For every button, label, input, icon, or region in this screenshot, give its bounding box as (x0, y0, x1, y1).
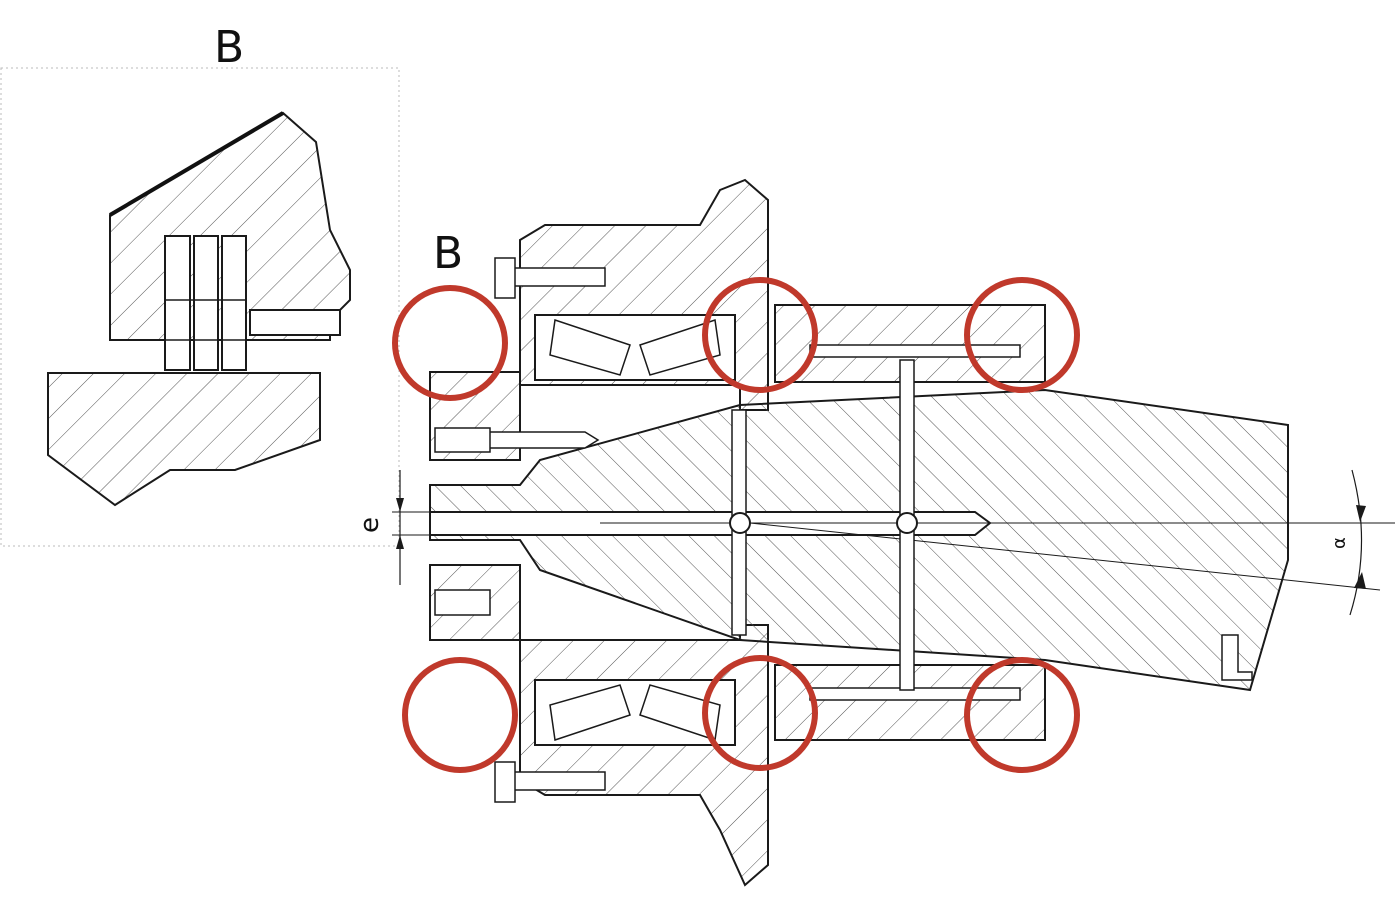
bolt-upper (494, 257, 606, 299)
detail-ring-2 (193, 235, 219, 371)
highlight-circle (964, 277, 1080, 393)
callout-label: B (433, 228, 464, 279)
detail-seal (249, 309, 341, 336)
main-shaft (429, 388, 1289, 692)
dim-alpha-arc (1349, 469, 1363, 616)
detail-ring-3 (221, 235, 247, 371)
bolt-lower (494, 761, 606, 803)
angle-dimension-label: α (1328, 537, 1350, 549)
detail-view-b (0, 67, 400, 547)
highlight-circles (392, 277, 1080, 773)
main-assembly (392, 178, 1395, 887)
highlight-circle (702, 277, 818, 393)
detail-ring-1 (164, 235, 191, 371)
highlight-circle (964, 657, 1080, 773)
highlight-circle (392, 285, 508, 401)
screw-center (434, 427, 600, 453)
offset-dimension-label: e (355, 517, 385, 533)
detail-view-label: B (214, 22, 245, 73)
detail-shaft (47, 372, 321, 507)
highlight-circle (702, 655, 818, 771)
detail-frame (0, 67, 400, 547)
highlight-circle (402, 657, 518, 773)
